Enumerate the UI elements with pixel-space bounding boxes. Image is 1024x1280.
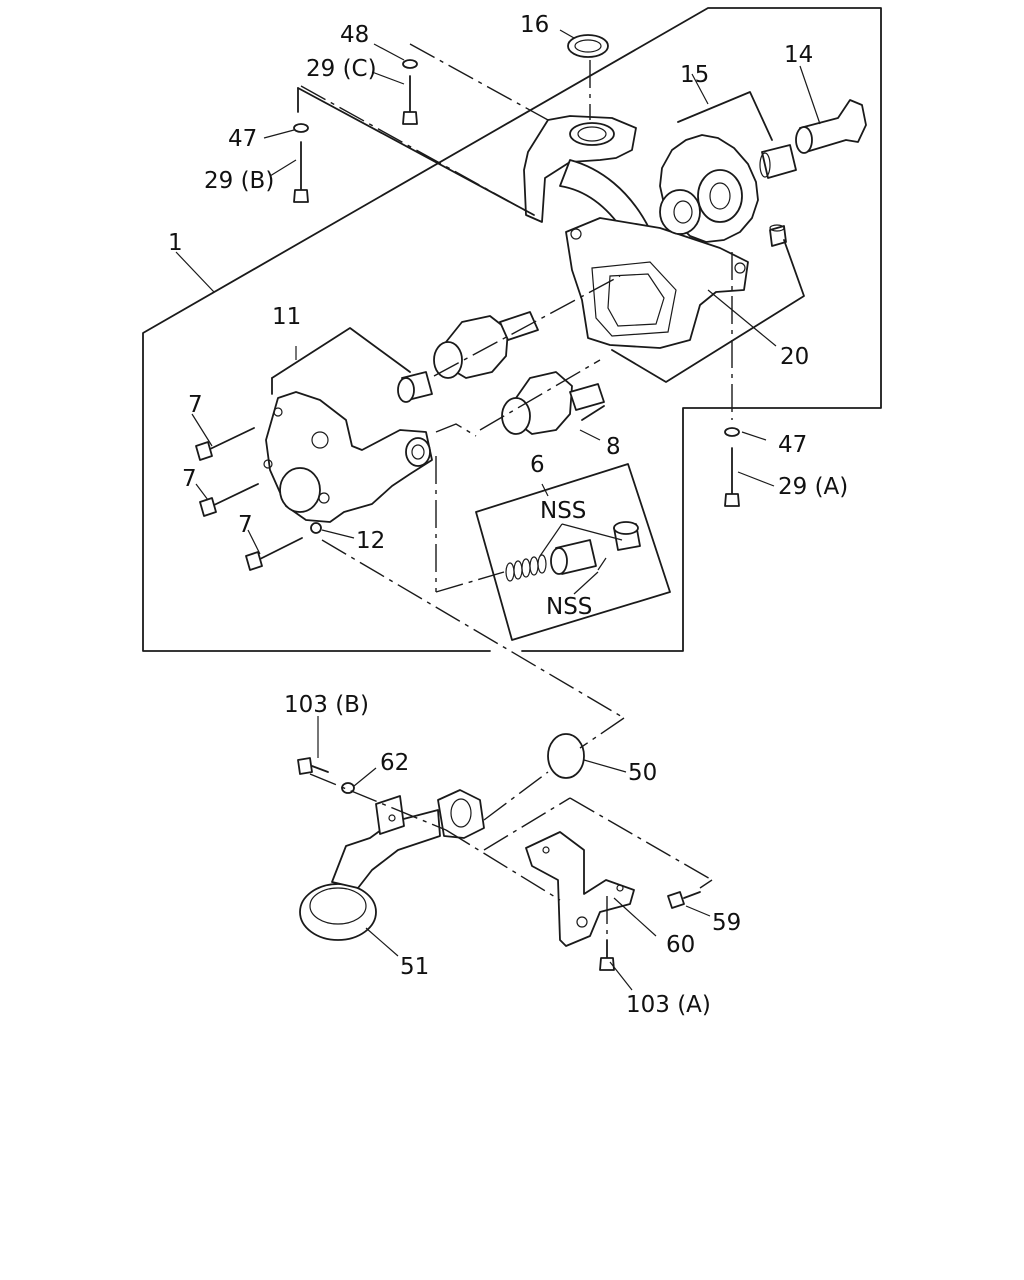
washer-48	[402, 59, 418, 69]
o-ring-50	[547, 733, 585, 779]
label-nss-lower: NSS	[546, 594, 592, 620]
bushing-15	[759, 144, 797, 179]
relief-spring	[505, 554, 547, 582]
clip-12	[310, 522, 322, 534]
strainer-bracket	[375, 795, 405, 835]
bolt-59	[667, 891, 701, 909]
group-11-outline	[271, 327, 411, 379]
label-part-48: 48	[340, 22, 369, 48]
label-part-103a: 103 (A)	[626, 992, 711, 1018]
group-8-outline	[581, 405, 605, 421]
bolt-7-top	[195, 427, 255, 461]
label-part-7-middle: 7	[182, 466, 197, 492]
label-part-103b: 103 (B)	[284, 692, 369, 718]
alignment-lines	[300, 43, 733, 936]
label-part-51: 51	[400, 954, 429, 980]
pump-upper-housing	[523, 115, 749, 349]
label-part-16: 16	[520, 12, 549, 38]
relief-cap	[613, 521, 641, 551]
label-part-7-bottom: 7	[238, 512, 253, 538]
bolt-103b	[297, 757, 329, 775]
label-part-7-top: 7	[188, 392, 203, 418]
pump-cover	[263, 391, 433, 523]
drive-gear-15	[659, 134, 759, 243]
washer-47-upper	[293, 123, 309, 133]
bushing-11	[397, 371, 433, 403]
label-part-20: 20	[780, 344, 809, 370]
driven-gear-shaft	[433, 311, 539, 379]
bolt-29a	[724, 447, 740, 507]
label-part-14: 14	[784, 42, 813, 68]
leader-lines	[175, 29, 821, 991]
label-part-11: 11	[272, 304, 301, 330]
support-bracket-60	[525, 831, 635, 947]
relief-valve-box	[475, 463, 671, 641]
label-part-1: 1	[168, 230, 183, 256]
label-part-29a: 29 (A)	[778, 474, 848, 500]
label-part-59: 59	[712, 910, 741, 936]
label-nss-upper: NSS	[540, 498, 586, 524]
label-part-47-upper: 47	[228, 126, 257, 152]
group-15-outline	[677, 91, 773, 141]
gear-8	[501, 371, 605, 435]
label-part-29c: 29 (C)	[306, 56, 377, 82]
label-part-6: 6	[530, 452, 545, 478]
label-part-60: 60	[666, 932, 695, 958]
label-part-12: 12	[356, 528, 385, 554]
bolt-29b	[293, 141, 309, 203]
relief-plunger	[550, 539, 597, 575]
washer-47-right	[724, 427, 740, 437]
label-part-62: 62	[380, 750, 409, 776]
bolt-29c	[402, 75, 418, 125]
assembly-1-boundary	[142, 7, 882, 652]
shaft-14	[795, 99, 867, 154]
label-part-29b: 29 (B)	[204, 168, 274, 194]
bolt-103a	[599, 939, 615, 971]
pin	[769, 224, 787, 247]
label-part-15: 15	[680, 62, 709, 88]
bolt-7-bottom	[245, 537, 303, 571]
oil-strainer-51	[299, 789, 485, 941]
gasket-16	[567, 34, 609, 58]
group-20-outline	[611, 239, 805, 383]
label-part-8: 8	[606, 434, 621, 460]
label-part-47-right: 47	[778, 432, 807, 458]
label-part-50: 50	[628, 760, 657, 786]
